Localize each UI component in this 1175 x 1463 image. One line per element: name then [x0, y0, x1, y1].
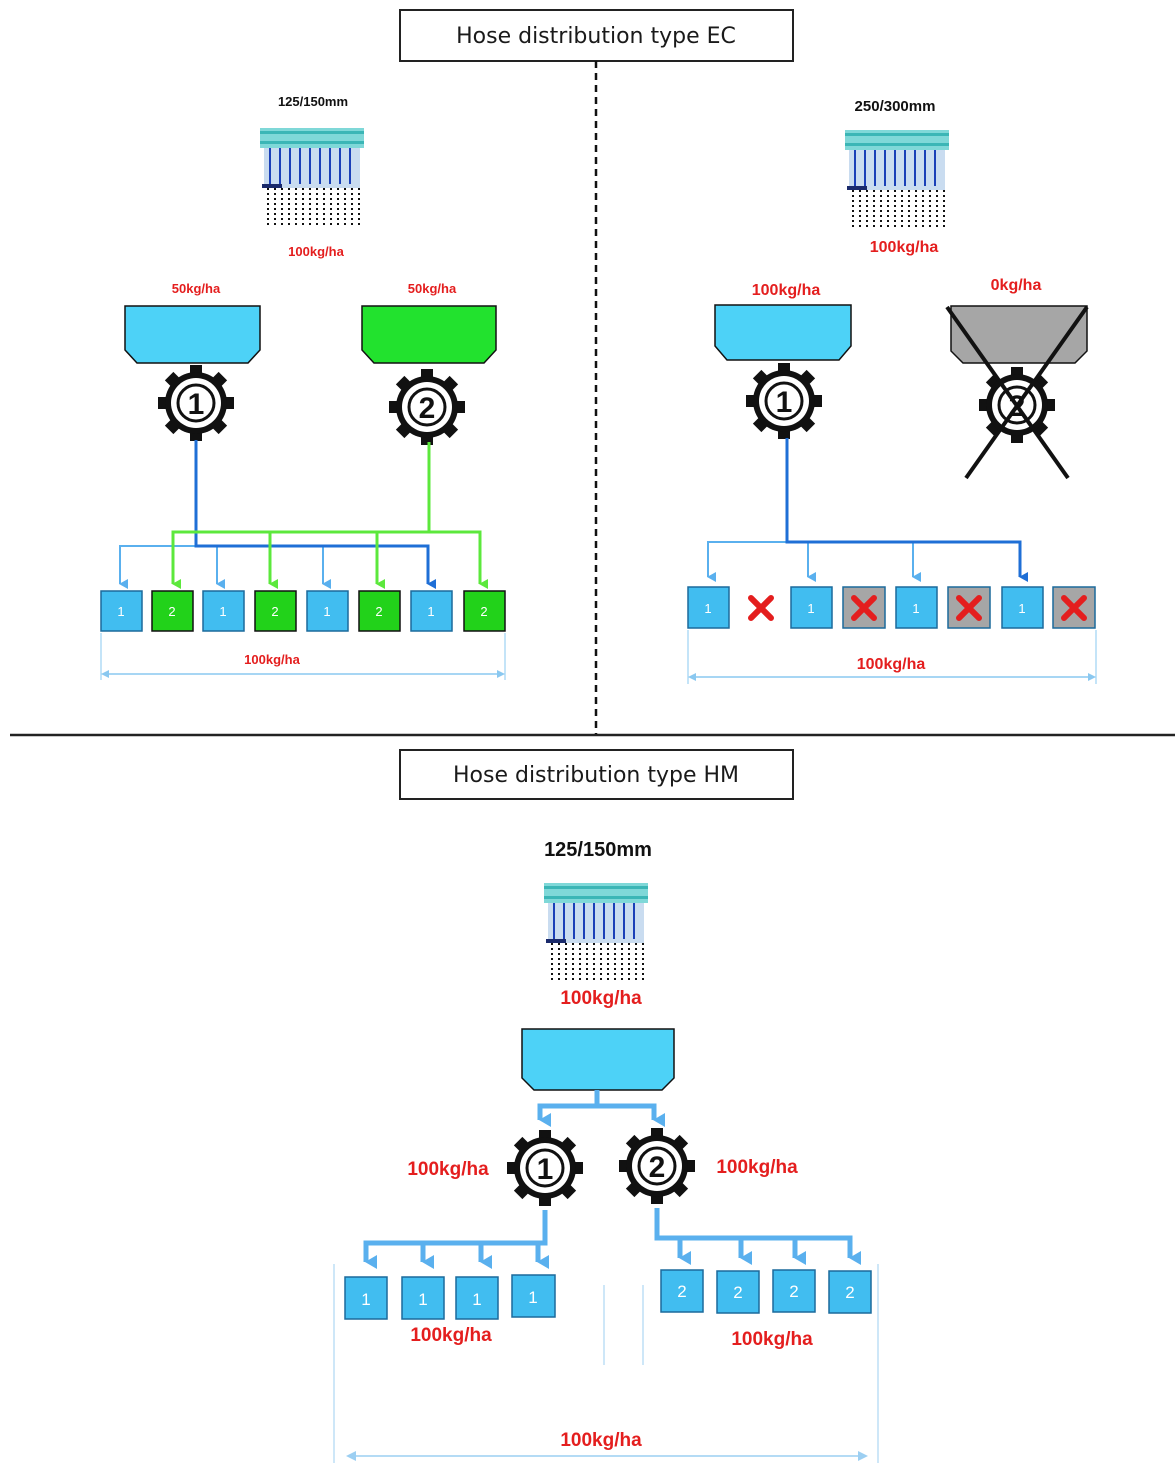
- ec-right-hopper1: [714, 304, 852, 361]
- ec-right-hoses: [707, 438, 1028, 582]
- ec-right-drill-image: [844, 129, 950, 231]
- outlet: [455, 1276, 499, 1320]
- outlet: [100, 590, 143, 632]
- hm-title-box: [399, 749, 794, 800]
- hm-gear2: 2: [617, 1126, 697, 1206]
- ec-right-hopper1-rate: 100kg/ha: [752, 282, 821, 299]
- ec-right-machine-rate: 100kg/ha: [870, 239, 939, 256]
- hm-right-hoses: [654, 1208, 861, 1265]
- outlet: [358, 590, 401, 632]
- svg-text:2: 2: [271, 604, 278, 619]
- svg-text:1: 1: [117, 604, 124, 619]
- ec-left-hopper1: [124, 305, 261, 364]
- svg-text:1: 1: [427, 604, 434, 619]
- svg-text:1: 1: [188, 388, 205, 421]
- ec-left-hopper1-rate: 50kg/ha: [172, 281, 221, 296]
- ec-right-spacing: 250/300mm: [855, 98, 936, 115]
- svg-text:1: 1: [807, 601, 814, 616]
- outlet: [772, 1269, 816, 1313]
- ec-left-hoses: [119, 440, 488, 589]
- hm-total-rate: 100kg/ha: [560, 1430, 642, 1451]
- hm-gear2-rate: 100kg/ha: [716, 1157, 798, 1178]
- ec-left-drill-image: [259, 127, 365, 229]
- outlet: [410, 590, 453, 632]
- svg-text:2: 2: [649, 1151, 666, 1184]
- svg-text:2: 2: [480, 604, 487, 619]
- svg-text:2: 2: [168, 604, 175, 619]
- outlet: [687, 586, 730, 629]
- ec-right-outlets: 1 1 1 1: [687, 586, 1096, 629]
- hm-left-outlets: 1 1 1 1: [344, 1274, 556, 1320]
- ec-left-width-dimension: [100, 633, 506, 680]
- hm-right-outlets: 2 2 2 2: [660, 1269, 872, 1314]
- hm-gear1-rate: 100kg/ha: [407, 1159, 489, 1180]
- outlet: [790, 586, 833, 629]
- hm-spacing: 125/150mm: [544, 839, 652, 861]
- outlet: [828, 1270, 872, 1314]
- outlet: [401, 1276, 445, 1320]
- svg-text:1: 1: [472, 1290, 481, 1309]
- ec-left-gear1: 1: [156, 363, 236, 443]
- hm-machine-rate: 100kg/ha: [560, 988, 642, 1009]
- ec-title: Hose distribution type EC: [456, 24, 736, 49]
- outlet: [511, 1274, 556, 1318]
- outlet-blocked: [1052, 586, 1096, 629]
- svg-text:1: 1: [776, 386, 793, 419]
- svg-text:1: 1: [418, 1290, 427, 1309]
- ec-left-panel: 125/150mm 100kg/ha 50kg/ha 50kg/ha 1 2: [100, 94, 506, 680]
- ec-right-gear1: 1: [744, 361, 824, 441]
- ec-right-hopper2-rate: 0kg/ha: [991, 277, 1042, 294]
- svg-text:2: 2: [845, 1283, 854, 1302]
- outlet: [895, 586, 938, 629]
- blocked-outlet-x-icon: [751, 598, 771, 618]
- svg-text:2: 2: [419, 392, 436, 425]
- ec-right-hopper2-disabled: [950, 305, 1088, 364]
- outlet: [660, 1269, 704, 1313]
- ec-left-gear2: 2: [387, 367, 467, 447]
- ec-right-panel: 250/300mm 100kg/ha 100kg/ha 0kg/ha 1 2: [687, 98, 1097, 684]
- section-hm: Hose distribution type HM 125/150mm 100k…: [333, 749, 879, 1463]
- hm-right-rate: 100kg/ha: [731, 1329, 813, 1350]
- outlet: [202, 590, 245, 632]
- ec-title-box: [399, 9, 794, 62]
- ec-right-total-rate: 100kg/ha: [857, 656, 926, 673]
- hm-left-hoses: [363, 1210, 549, 1269]
- section-ec: Hose distribution type EC 125/150mm 100k…: [10, 9, 1175, 737]
- svg-text:2: 2: [789, 1282, 798, 1301]
- ec-left-hopper2-rate: 50kg/ha: [408, 281, 457, 296]
- hm-hopper: [521, 1028, 675, 1091]
- hm-feed-split: [537, 1090, 665, 1127]
- svg-text:1: 1: [323, 604, 330, 619]
- ec-right-cross-out-mark: [945, 305, 1089, 480]
- outlet: [254, 590, 297, 632]
- svg-text:1: 1: [1018, 601, 1025, 616]
- outlet: [716, 1270, 760, 1314]
- svg-text:1: 1: [219, 604, 226, 619]
- svg-text:1: 1: [704, 601, 711, 616]
- outlet: [306, 590, 349, 632]
- svg-text:2: 2: [375, 604, 382, 619]
- svg-text:1: 1: [361, 1290, 370, 1309]
- hm-width-dimension: [333, 1264, 879, 1463]
- ec-right-width-dimension: [687, 630, 1097, 684]
- ec-left-outlets: 1 2 1 2 1 2 1 2: [100, 590, 506, 632]
- outlet: [1001, 586, 1044, 629]
- hm-title: Hose distribution type HM: [453, 763, 739, 788]
- outlet: [344, 1276, 388, 1320]
- outlet: [151, 590, 194, 632]
- hm-drill-image: [543, 882, 649, 984]
- outlet: [463, 590, 506, 632]
- svg-text:2: 2: [733, 1283, 742, 1302]
- hm-left-rate: 100kg/ha: [410, 1325, 492, 1346]
- svg-text:1: 1: [537, 1153, 554, 1186]
- svg-text:1: 1: [528, 1288, 537, 1307]
- ec-left-spacing: 125/150mm: [278, 94, 348, 109]
- svg-text:2: 2: [677, 1282, 686, 1301]
- hm-gear1: 1: [505, 1128, 585, 1208]
- svg-text:1: 1: [912, 601, 919, 616]
- ec-left-hopper2: [361, 305, 497, 364]
- ec-left-machine-rate: 100kg/ha: [288, 244, 344, 259]
- ec-left-total-rate: 100kg/ha: [244, 652, 300, 667]
